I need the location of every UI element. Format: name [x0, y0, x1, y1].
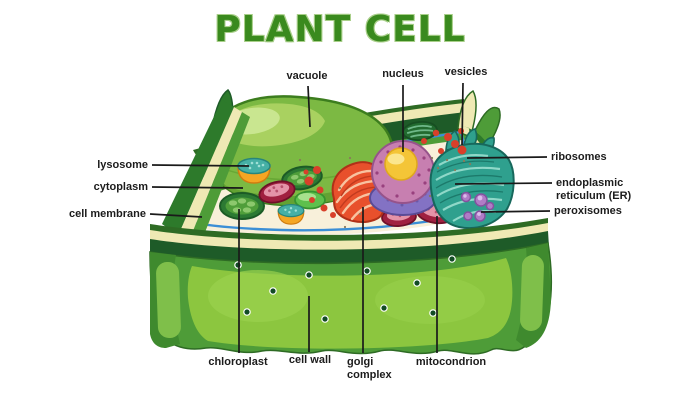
label-nucleus: nucleus [382, 68, 424, 80]
cell-wall-left-corner [162, 88, 250, 240]
connector-peroxisomes [480, 210, 551, 213]
plasmodesmata-dots [234, 255, 456, 323]
chloroplast-shape [219, 121, 438, 220]
label-cytoplasm: cytoplasm [93, 181, 148, 193]
label-lysosome: lysosome [97, 159, 148, 171]
connector-vacuole [307, 85, 311, 128]
connector-lysosome [151, 164, 250, 167]
cytoplasm-speckles [298, 156, 472, 229]
peroxisome-shape [460, 191, 495, 222]
connector-vesicles [461, 82, 464, 146]
label-peroxisomes: peroxisomes [554, 205, 622, 217]
nucleus-shape [369, 140, 437, 216]
label-mitocondrion: mitocondrion [415, 356, 487, 368]
connector-ribosomes [466, 156, 548, 159]
connector-cytoplasm [151, 186, 244, 189]
cell-wall-front [149, 218, 552, 355]
connector-lines [149, 82, 553, 353]
connector-er [454, 182, 553, 185]
label-cell-wall: cell wall [288, 354, 332, 366]
label-vacuole: vacuole [286, 70, 328, 82]
label-cell-membrane: cell membrane [68, 208, 146, 220]
diagram-title: PLANT CELL [214, 9, 466, 50]
label-endoplasmic-reticulum: endoplasmic reticulum (ER) [556, 177, 632, 202]
label-golgi-complex: golgi complex [347, 356, 392, 381]
lysosome-shape [237, 157, 305, 225]
label-vesicles: vesicles [444, 66, 488, 78]
label-chloroplast: chloroplast [208, 356, 268, 368]
nucleolus-shape [384, 147, 418, 181]
label-ribosomes: ribosomes [551, 151, 607, 163]
connector-cell-membrane [149, 213, 203, 218]
